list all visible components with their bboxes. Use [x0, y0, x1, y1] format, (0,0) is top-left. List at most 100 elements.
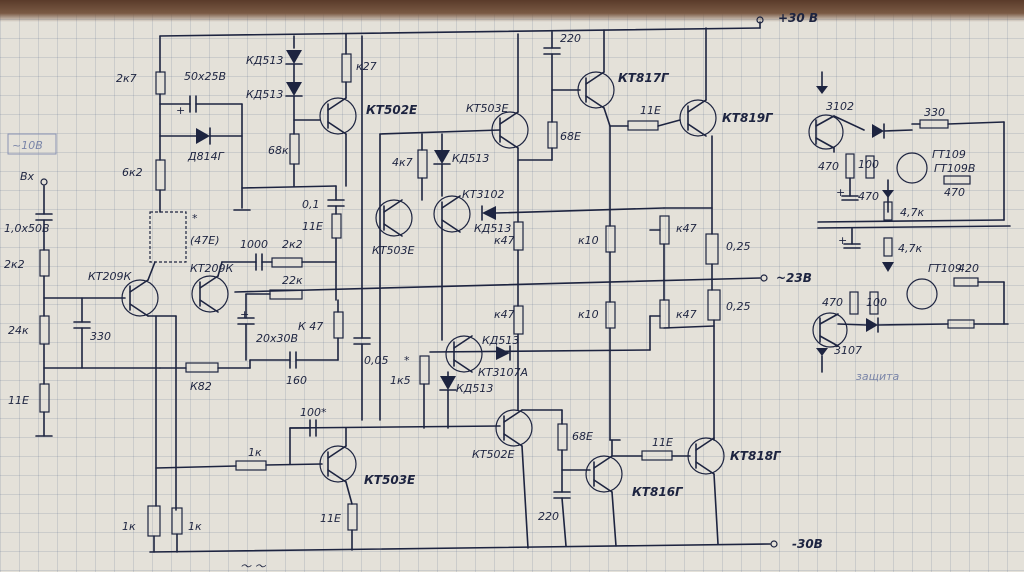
svg-text:68к: 68к: [268, 144, 289, 157]
input-level-box: [7, 133, 57, 155]
svg-text:ГТ109: ГТ109: [932, 148, 966, 161]
resistor-68k: [289, 133, 300, 165]
svg-text:11Е: 11Е: [652, 436, 673, 449]
svg-text:КД513: КД513: [456, 382, 493, 395]
svg-text:1000: 1000: [240, 238, 268, 251]
positive-terminal[interactable]: [756, 16, 764, 24]
svg-text:к27: к27: [356, 60, 377, 73]
svg-text:КТ503Е: КТ503Е: [372, 244, 415, 257]
resistor-11e-up: [627, 120, 659, 131]
svg-text:420: 420: [958, 262, 979, 275]
svg-text:КТ818Г: КТ818Г: [730, 449, 782, 463]
svg-text:0,05: 0,05: [364, 354, 389, 367]
transistor-kt502e-top: [319, 97, 357, 135]
svg-text:220: 220: [560, 32, 581, 45]
svg-text:*: *: [192, 212, 198, 225]
positive-rail-wire: [159, 27, 761, 37]
svg-text:3102: 3102: [826, 100, 854, 113]
svg-text:к47: к47: [676, 222, 697, 235]
svg-text:11Е: 11Е: [8, 394, 29, 407]
svg-text:470: 470: [818, 160, 839, 173]
resistor-1k5: [419, 355, 430, 385]
negative-rail-wire: [149, 543, 771, 553]
svg-text:20х30В: 20х30В: [256, 332, 298, 345]
resistor-11e-out: [641, 450, 673, 461]
svg-text:ГТ109: ГТ109: [928, 262, 962, 275]
svg-text:КТ503Е: КТ503Е: [364, 473, 416, 487]
svg-text:КД513: КД513: [246, 88, 283, 101]
resistor-2k2-in: [39, 249, 50, 277]
resistor-11e-mid: [331, 213, 342, 239]
transistor-kt818g: [687, 437, 725, 475]
svg-text:КТ503Е: КТ503Е: [466, 102, 509, 115]
svg-text:1к5: 1к5: [390, 374, 411, 387]
transistor-kt3107a: [445, 335, 483, 373]
svg-text:*: *: [404, 354, 410, 367]
svg-text:ГТ109В: ГТ109В: [934, 162, 975, 175]
svg-text:КД513: КД513: [482, 334, 519, 347]
svg-text:КД513: КД513: [474, 222, 511, 235]
svg-text:Д814Г: Д814Г: [187, 150, 225, 163]
protection-caption: защита: [856, 370, 900, 383]
svg-text:50х25В: 50х25В: [184, 70, 226, 83]
svg-text:470: 470: [858, 190, 879, 203]
resistor-24k: [39, 315, 50, 345]
transistor-kt816g: [585, 455, 623, 493]
transistor-kt502e-low: [495, 409, 533, 447]
svg-text:КД513: КД513: [246, 54, 283, 67]
trimmer-k47-2: [659, 299, 670, 329]
svg-text:4к7: 4к7: [392, 156, 413, 169]
transistor-prot-gt109: [906, 278, 938, 310]
svg-text:к47: к47: [494, 234, 515, 247]
svg-text:160: 160: [286, 374, 307, 387]
svg-text:КТ209К: КТ209К: [88, 270, 133, 283]
diode-kd513-5-icon: [496, 346, 510, 360]
input-label: Вх: [20, 170, 35, 183]
svg-text:2к2: 2к2: [4, 258, 25, 271]
transistor-prot-gt109b: [896, 152, 928, 184]
svg-text:КТ819Г: КТ819Г: [722, 111, 774, 125]
svg-text:КД513: КД513: [452, 152, 489, 165]
svg-text:4,7к: 4,7к: [900, 206, 924, 219]
transistor-kt503e-mid: [375, 199, 413, 237]
svg-text:11Е: 11Е: [320, 512, 341, 525]
svg-text:КТ817Г: КТ817Г: [618, 71, 670, 85]
svg-text:330: 330: [924, 106, 945, 119]
svg-text:К 47: К 47: [298, 320, 323, 333]
negative-terminal[interactable]: [770, 540, 778, 548]
svg-text:КТ816Г: КТ816Г: [632, 485, 684, 499]
svg-text:(47Е): (47Е): [190, 234, 220, 247]
svg-text:КТ502Е: КТ502Е: [472, 448, 515, 461]
resistor-2k2-fb: [271, 257, 303, 268]
transistor-prot-3107: [812, 312, 848, 348]
svg-text:+: +: [838, 234, 847, 247]
input-level-label: ~10В: [12, 139, 43, 152]
svg-text:КТ209К: КТ209К: [190, 262, 235, 275]
input-terminal[interactable]: [40, 178, 48, 186]
resistor-k27: [341, 53, 352, 83]
svg-text:6к2: 6к2: [122, 166, 143, 179]
resistor-0-25-a: [705, 233, 719, 265]
svg-text:0,25: 0,25: [726, 300, 751, 313]
svg-text:+: +: [176, 104, 185, 117]
svg-text:1к: 1к: [122, 520, 136, 533]
transistor-kt503e-top: [491, 111, 529, 149]
positive-rail-label: +30 В: [778, 11, 818, 25]
resistor-2k7: [155, 71, 166, 95]
resistor-68e-low: [557, 423, 568, 451]
resistor-k47-a: [333, 311, 344, 339]
svg-text:4,7к: 4,7к: [898, 242, 922, 255]
svg-text:24к: 24к: [8, 324, 29, 337]
svg-text:～ ～: ～ ～: [240, 560, 266, 572]
svg-text:330: 330: [90, 330, 111, 343]
transistor-kt819g: [679, 99, 717, 137]
output-terminal[interactable]: [760, 274, 768, 282]
svg-text:0,1: 0,1: [302, 198, 320, 211]
svg-text:2к7: 2к7: [116, 72, 137, 85]
svg-text:к10: к10: [578, 308, 599, 321]
svg-text:11Е: 11Е: [640, 104, 661, 117]
diode-kd513-4-icon: [482, 206, 496, 220]
output-bus-wire: [234, 277, 761, 293]
svg-text:3107: 3107: [834, 344, 862, 357]
